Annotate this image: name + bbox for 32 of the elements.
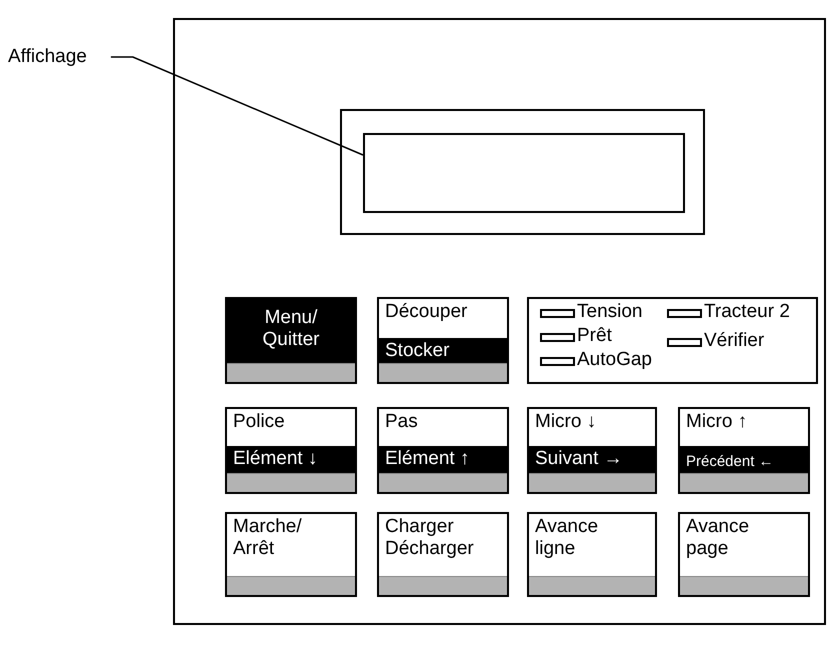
key <box>225 297 357 384</box>
key <box>225 512 357 597</box>
key <box>377 407 509 494</box>
indicator-light <box>540 333 575 342</box>
indicator-label: Prêt <box>577 325 612 347</box>
key-label-inverse: Stocker <box>379 338 507 364</box>
display-screen <box>363 133 685 213</box>
key-label-inverse: Elément ↑ <box>379 446 507 474</box>
indicator-label: Vérifier <box>704 330 764 352</box>
control-panel <box>173 18 826 625</box>
key <box>377 512 509 597</box>
key-label-inverse: Menu/ Quitter <box>227 299 355 364</box>
key-label-inverse: Elément ↓ <box>227 446 355 474</box>
key <box>678 407 810 494</box>
display-frame <box>340 109 705 235</box>
key <box>377 297 509 384</box>
indicator-label: Tension <box>577 301 642 323</box>
indicator-light <box>540 357 575 366</box>
key-label-inverse: Précédent ← <box>680 446 808 474</box>
indicator-light <box>667 309 702 318</box>
key <box>527 407 657 494</box>
key <box>527 512 657 597</box>
key-label-inverse: Suivant → <box>529 446 655 474</box>
indicator-light <box>667 338 702 347</box>
key <box>225 407 357 494</box>
indicator-light <box>540 309 575 318</box>
key <box>678 512 810 597</box>
indicator-panel <box>527 297 818 384</box>
callout-label: Affichage <box>8 46 87 68</box>
indicator-label: AutoGap <box>577 349 652 371</box>
indicator-label: Tracteur 2 <box>704 301 790 323</box>
leader-line <box>110 56 364 156</box>
